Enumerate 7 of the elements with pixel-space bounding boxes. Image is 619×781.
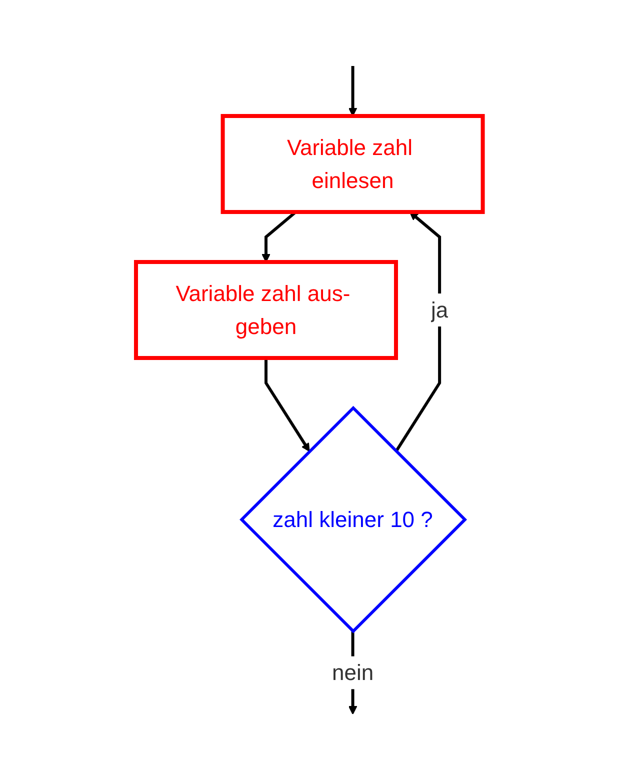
arrow [264, 358, 310, 452]
node-box: Variable zahl aus- geben [134, 260, 398, 360]
node-diamond: zahl kleiner 10 ? [240, 406, 468, 634]
edge-label: nein [332, 660, 374, 686]
arrow [348, 66, 358, 117]
arrow [262, 211, 297, 263]
node-box: Variable zahl einlesen [220, 114, 485, 214]
